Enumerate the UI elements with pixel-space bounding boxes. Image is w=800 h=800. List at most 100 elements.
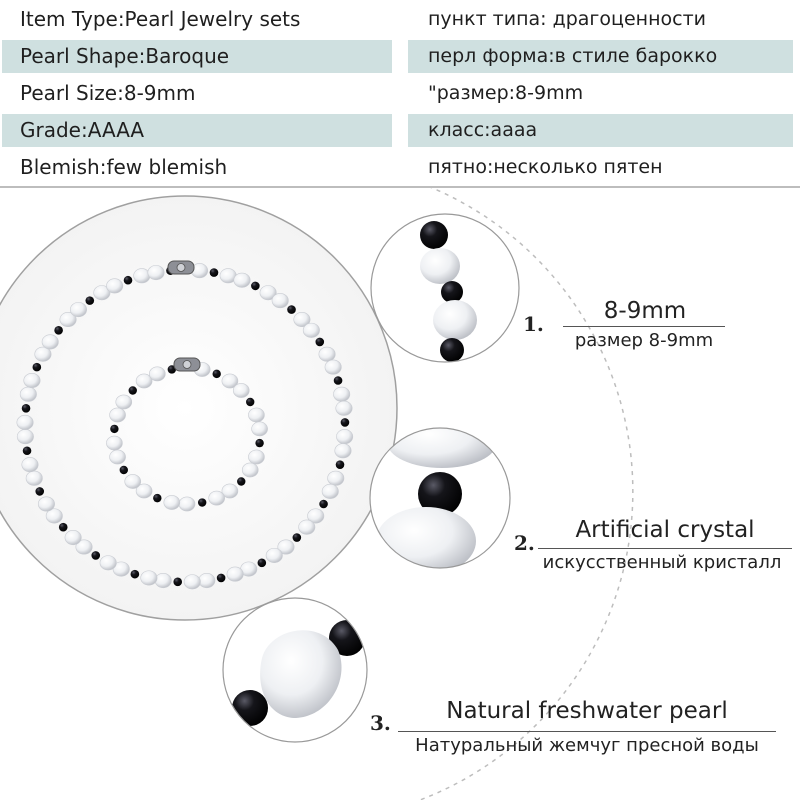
feature-subtitle: размер 8-9mm <box>574 330 714 351</box>
pearl-bead <box>265 547 283 563</box>
spec-english: Blemish:few blemish <box>20 155 228 179</box>
pearl-bead <box>335 400 353 416</box>
crystal-bead <box>237 477 246 486</box>
feature-underline <box>398 731 776 732</box>
crystal-bead <box>130 569 140 579</box>
pearl-bead <box>45 508 63 524</box>
spec-table: Item Type:Pearl Jewelry sets пункт типа:… <box>0 0 800 186</box>
pearl-bead <box>34 346 52 362</box>
pearl-bead <box>154 573 172 589</box>
spec-row: Blemish:few blemish пятно:несколько пяте… <box>0 148 800 185</box>
spec-russian: перл форма:в стиле барокко <box>408 40 793 73</box>
crystal-bead <box>54 326 63 335</box>
spec-row: Item Type:Pearl Jewelry sets пункт типа:… <box>0 0 800 37</box>
pearl-bead <box>277 539 295 555</box>
crystal-bead <box>197 498 207 507</box>
zoom-circle-pearl <box>222 597 368 743</box>
necklace <box>16 263 354 590</box>
crystal-bead <box>153 493 162 503</box>
pearl-bead <box>324 359 342 375</box>
pearl-bead <box>112 561 130 577</box>
crystal-bead <box>110 424 119 434</box>
crystal-bead <box>335 460 345 469</box>
pearl-bead <box>302 322 320 338</box>
pearl-bead <box>248 407 265 423</box>
pearl-bead <box>135 373 153 389</box>
pearl-bead <box>248 449 265 465</box>
crystal-bead <box>209 268 219 277</box>
pearl-bead <box>16 414 34 430</box>
spec-row: Grade:AAAA класс:аааа <box>0 111 800 148</box>
spec-russian: класс:аааа <box>408 114 793 147</box>
pearl-bead <box>293 312 311 328</box>
feature-underline <box>563 326 725 327</box>
crystal-bead <box>251 281 260 291</box>
pearl-bead <box>115 394 133 410</box>
pearl-bead <box>259 285 277 301</box>
zoom-circle-size <box>370 213 520 363</box>
crystal-bead <box>315 337 325 347</box>
pearl-bead <box>336 429 354 445</box>
pearl-bead <box>318 346 336 362</box>
product-illustration <box>0 188 634 800</box>
pearl-bead <box>233 272 251 288</box>
pearl-bead <box>226 566 244 582</box>
product-photo-area: 1. 8-9mm размер 8-9mm 2. Artificial crys… <box>0 188 800 800</box>
crystal-bead <box>167 365 177 374</box>
crystal-bead <box>257 558 267 568</box>
bracelet <box>106 362 268 512</box>
pearl-bead <box>37 496 55 512</box>
pearl-bead <box>133 268 151 284</box>
pearl-bead <box>59 312 77 328</box>
pearl-bead <box>271 293 289 309</box>
crystal-bead <box>91 551 101 560</box>
pearl-bead <box>251 421 268 437</box>
pearl-bead <box>183 574 201 590</box>
pearl-bead <box>19 386 37 402</box>
section-divider <box>0 186 800 188</box>
crystal-bead <box>85 296 95 305</box>
feature-subtitle: искусственный кристалл <box>542 552 782 573</box>
pearl-bead <box>241 462 259 478</box>
pearl-bead <box>198 573 216 589</box>
pearl-bead <box>327 470 345 486</box>
crystal-bead <box>287 305 296 314</box>
crystal-bead <box>22 446 32 456</box>
crystal-bead <box>292 533 302 542</box>
pearl-bead <box>140 570 158 586</box>
pearl-bead <box>64 530 82 546</box>
pearl-bead <box>99 555 117 571</box>
necklace-clasp <box>167 260 195 275</box>
spec-english: Grade:AAAA <box>2 114 392 147</box>
spec-row: Pearl Shape:Baroque перл форма:в стиле б… <box>0 37 800 74</box>
crystal-bead <box>123 275 133 285</box>
pearl-bead <box>298 519 316 535</box>
pearl-bead <box>106 278 124 294</box>
crystal-bead <box>128 386 137 395</box>
main-circle <box>0 195 398 621</box>
bracelet-clasp <box>173 357 201 372</box>
spec-english: Pearl Size:8-9mm <box>20 81 196 105</box>
pearl-bead <box>109 449 126 465</box>
spec-english: Item Type:Pearl Jewelry sets <box>20 7 301 31</box>
feature-number: 1. <box>523 312 544 336</box>
crystal-bead <box>21 403 31 413</box>
pearl-bead <box>307 508 325 524</box>
feature-number: 3. <box>370 711 391 735</box>
crystal-bead <box>58 522 68 532</box>
spec-russian: "размер:8-9mm <box>428 82 584 104</box>
crystal-bead <box>216 573 226 583</box>
crystal-bead <box>119 465 128 475</box>
spec-russian: пятно:несколько пятен <box>428 156 663 178</box>
feature-number: 2. <box>514 531 535 555</box>
spec-english: Pearl Shape:Baroque <box>2 40 392 73</box>
pearl-bead <box>178 496 196 512</box>
crystal-bead <box>340 418 350 427</box>
crystal-bead <box>173 577 183 587</box>
pearl-bead <box>321 483 339 499</box>
dashed-arc <box>419 188 634 800</box>
pearl-bead <box>69 302 87 318</box>
pearl-bead <box>23 372 41 389</box>
pearl-bead <box>221 373 239 389</box>
pearl-bead <box>106 435 123 451</box>
